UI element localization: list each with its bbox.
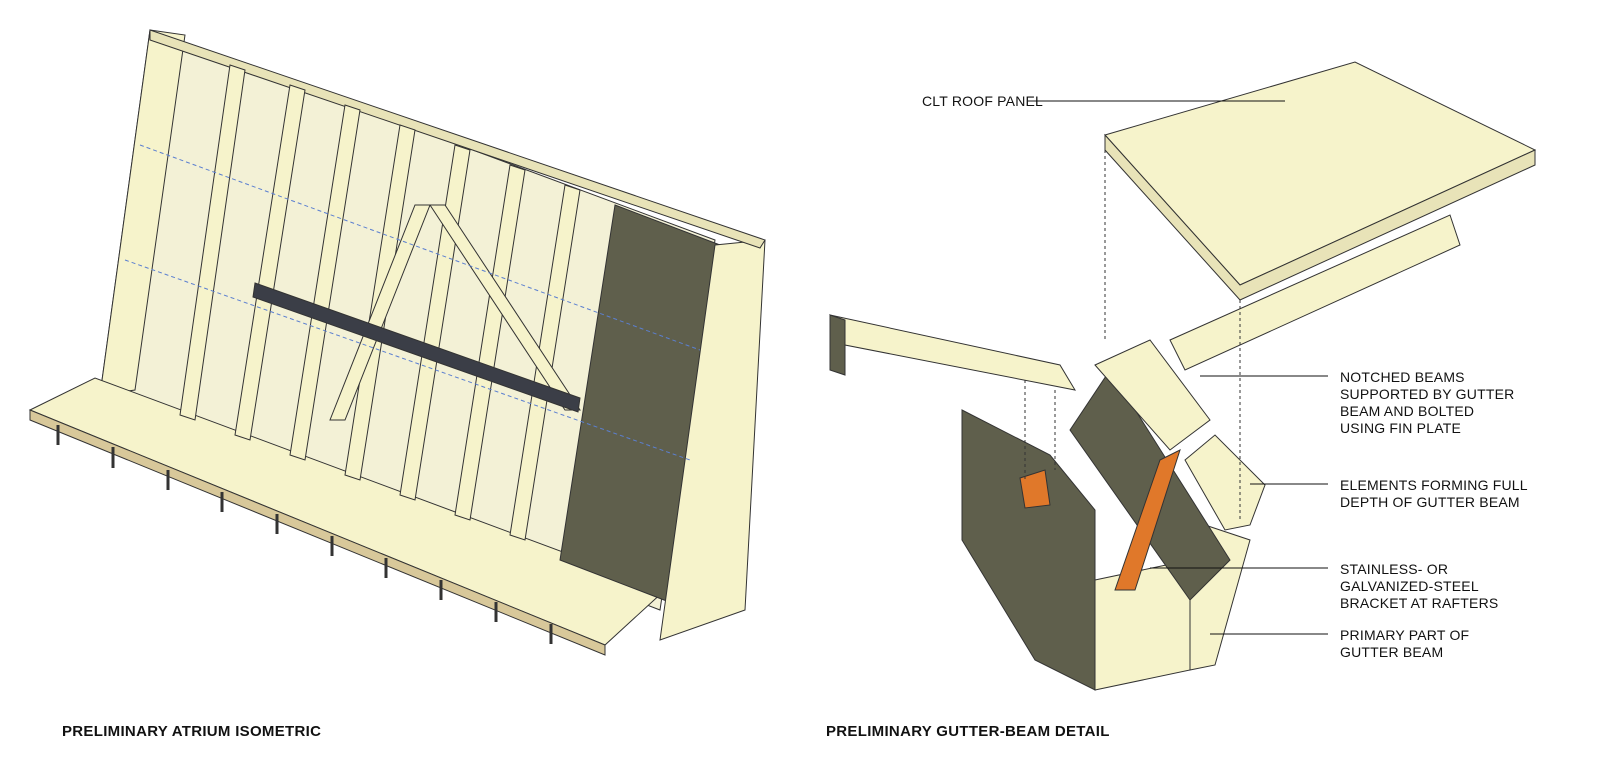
- label-primary-gutter-beam: PRIMARY PART OF GUTTER BEAM: [1340, 627, 1470, 660]
- label-full-depth-elements: ELEMENTS FORMING FULL DEPTH OF GUTTER BE…: [1340, 477, 1528, 510]
- atrium-deck-edge: [29, 409, 606, 656]
- gutter-beam-left-side: [961, 409, 1096, 691]
- left-rafter: [829, 314, 1077, 391]
- atrium-top-fascia: [149, 29, 766, 249]
- upper-rafter: [1169, 214, 1461, 371]
- full-depth-element: [1184, 434, 1266, 531]
- left-rafter-end: [829, 314, 846, 376]
- atrium-studs: [179, 64, 581, 541]
- gutter-beam-detail: [829, 61, 1537, 691]
- steel-bracket: [1114, 449, 1181, 591]
- leader-lines: [1030, 100, 1328, 635]
- label-notched-beams: NOTCHED BEAMS SUPPORTED BY GUTTER BEAM A…: [1340, 369, 1515, 436]
- caption-gutter-beam-detail: PRELIMINARY GUTTER-BEAM DETAIL: [826, 723, 1110, 740]
- projection-lines: [1024, 150, 1241, 520]
- atrium-glazing-line: [124, 259, 691, 461]
- atrium-glazing-line: [139, 144, 701, 351]
- atrium-steel-beam: [252, 282, 581, 413]
- label-steel-bracket: STAINLESS- OR GALVANIZED-STEEL BRACKET A…: [1340, 561, 1499, 611]
- atrium-left-end-wall: [99, 29, 186, 396]
- atrium-deck-legs: [56, 425, 553, 644]
- steel-fin-plate: [1019, 469, 1051, 509]
- caption-atrium-isometric: PRELIMINARY ATRIUM ISOMETRIC: [62, 723, 322, 740]
- notched-beam-block: [1094, 339, 1211, 451]
- atrium-isometric: [28, 29, 766, 656]
- label-clt-roof-panel: CLT ROOF PANEL: [922, 93, 1044, 109]
